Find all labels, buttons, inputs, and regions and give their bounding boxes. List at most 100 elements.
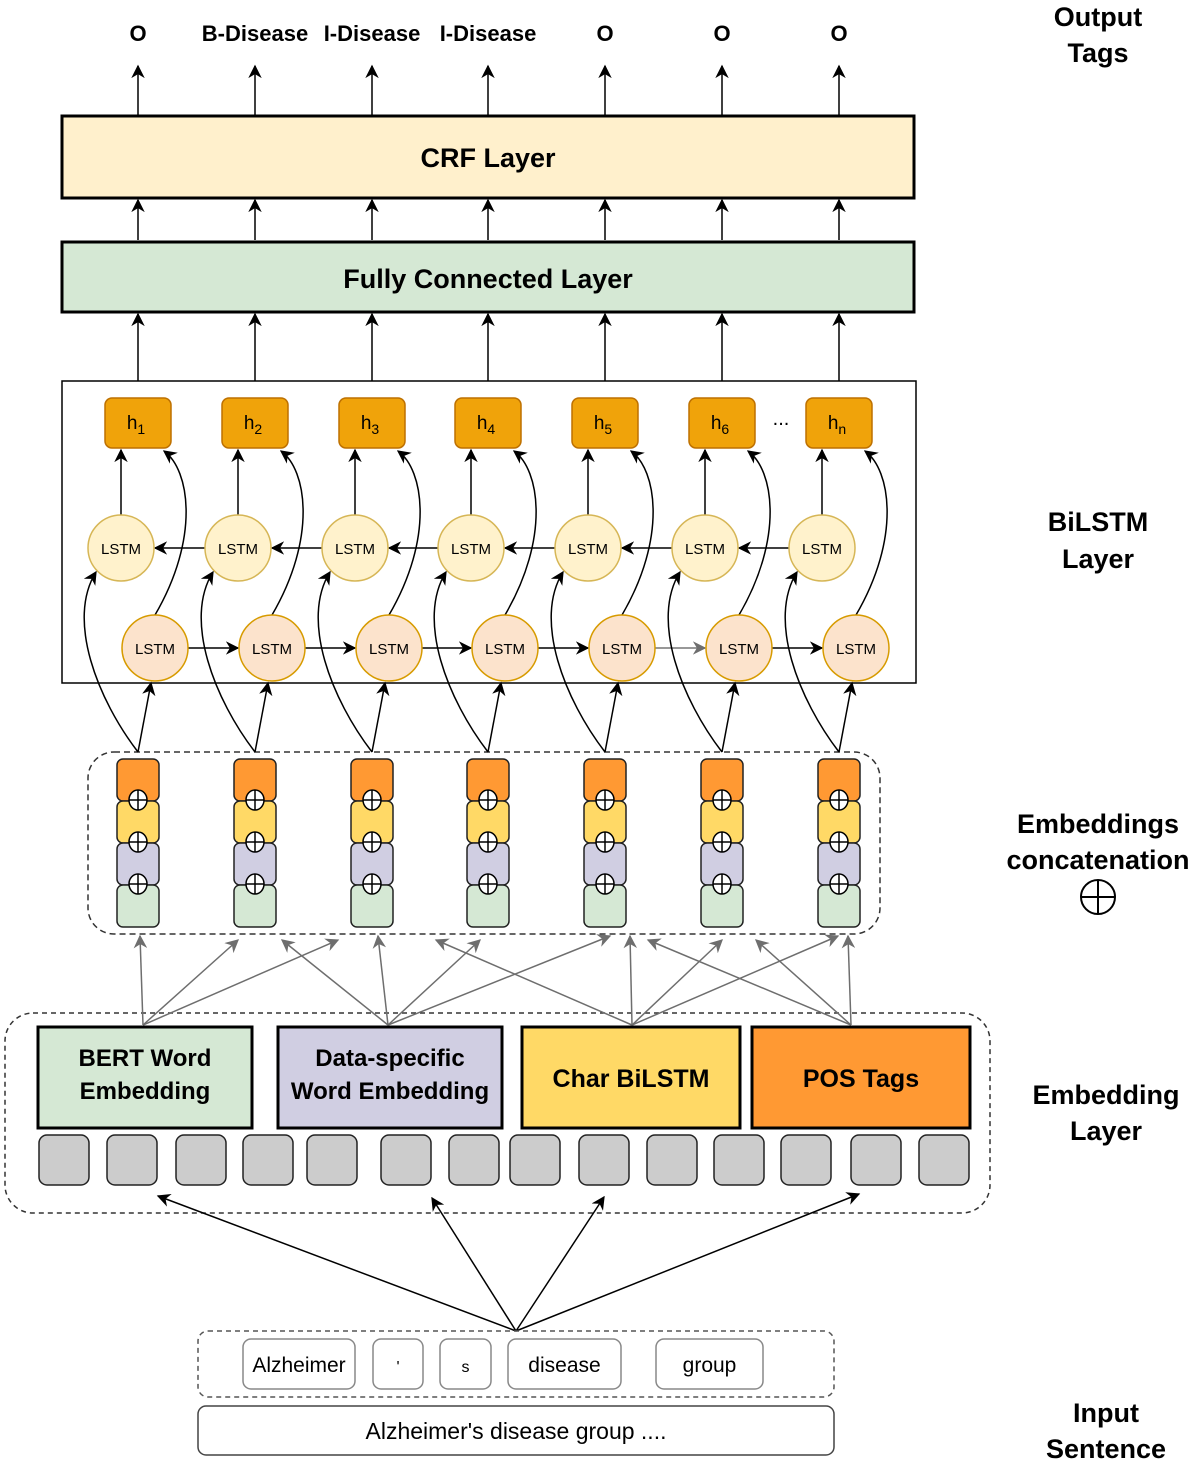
- lstm-forward-cell: LSTM: [822, 614, 890, 682]
- hidden-state-1: h1: [104, 397, 172, 449]
- arrow-curve: [388, 450, 421, 616]
- token-cell: [175, 1134, 227, 1186]
- input-token-box: [655, 1338, 764, 1390]
- token-cell: [780, 1134, 832, 1186]
- lstm-backward-cell: LSTM: [437, 514, 505, 582]
- fully-connected-layer: Fully Connected Layer: [60, 240, 916, 314]
- lstm-circle: [355, 614, 423, 682]
- embedding-source-pos: POS Tags: [750, 1025, 972, 1130]
- fully-connected-layer-label: Fully Connected Layer: [343, 264, 633, 294]
- lstm-forward-cell: LSTM: [471, 614, 539, 682]
- embedding-source-label: Embedding: [80, 1078, 211, 1105]
- token-cell: [850, 1134, 902, 1186]
- side-label-input-sentence: Input Sentence: [1046, 1398, 1166, 1464]
- token-cell: [578, 1134, 630, 1186]
- arrow-up: [137, 681, 156, 753]
- lstm-backward-cell: LSTM: [788, 514, 856, 582]
- arrow-curve: [667, 570, 723, 753]
- input-token-box: [439, 1338, 492, 1390]
- arrow-gray: [387, 939, 481, 1026]
- input-to-embedding-arrows: [156, 1192, 861, 1332]
- arrow-up: [604, 681, 623, 753]
- input-token-label: ': [396, 1359, 399, 1376]
- arrow-curve: [200, 570, 256, 753]
- lstm-circle: [204, 514, 272, 582]
- concat-plus-icon: [362, 831, 382, 853]
- input-token-box: [372, 1338, 424, 1390]
- lstm-label: LSTM: [451, 541, 491, 558]
- side-label-line: Embedding: [1033, 1080, 1180, 1110]
- lstm-circle: [588, 614, 656, 682]
- concat-plus-icon: [128, 873, 148, 895]
- input-tokens-box: [197, 1330, 835, 1398]
- arrow-curve: [504, 450, 537, 616]
- embedding-source-box: [520, 1025, 742, 1130]
- arrow-curve: [83, 570, 139, 753]
- hidden-state-box: [571, 397, 639, 449]
- embedding-layer-box: [4, 1012, 991, 1214]
- lstm-label: LSTM: [568, 541, 608, 558]
- embedding-source-box: [36, 1025, 254, 1130]
- side-label-line: concatenation: [1006, 845, 1189, 875]
- arrow-gray: [631, 939, 723, 1026]
- ellipsis: ...: [773, 408, 790, 430]
- lstm-circle: [437, 514, 505, 582]
- hidden-state-box: [104, 397, 172, 449]
- lstm-label: LSTM: [252, 641, 292, 658]
- token-cell: [106, 1134, 158, 1186]
- concat-plus-icon: [829, 789, 849, 811]
- side-label-line: Tags: [1067, 38, 1128, 68]
- concat-plus-icon: [362, 873, 382, 895]
- concat-plus-icon: [595, 831, 615, 853]
- side-label-line: Input: [1073, 1398, 1139, 1428]
- lstm-backward-cell: LSTM: [554, 514, 622, 582]
- embedding-source-box: [750, 1025, 972, 1130]
- token-cell: [38, 1134, 90, 1186]
- side-label-bilstm-layer: BiLSTM Layer: [1048, 507, 1149, 574]
- arrow-up: [254, 681, 273, 753]
- arrow-up: [721, 681, 740, 753]
- arrow-gray: [280, 939, 389, 1026]
- token-cell: [380, 1134, 432, 1186]
- concat-plus-icon: [478, 831, 498, 853]
- hidden-state-6: h6: [688, 397, 756, 449]
- side-label-line: Layer: [1070, 1116, 1143, 1146]
- arrow-up: [838, 681, 857, 753]
- concat-plus-icon: [1080, 879, 1116, 915]
- lstm-circle: [321, 514, 389, 582]
- input-token-label: s: [462, 1359, 470, 1376]
- input-token: ': [372, 1338, 424, 1390]
- input-token-label: Alzheimer: [252, 1354, 345, 1377]
- side-label-line: BiLSTM: [1048, 507, 1149, 537]
- lstm-label: LSTM: [602, 641, 642, 658]
- concat-plus-icon: [245, 831, 265, 853]
- lstm-label: LSTM: [485, 641, 525, 658]
- side-label-line: Output: [1054, 2, 1142, 32]
- lstm-label: LSTM: [685, 541, 725, 558]
- lstm-backward-cell: LSTM: [671, 514, 739, 582]
- token-cell: [242, 1134, 294, 1186]
- hidden-state-box: [338, 397, 406, 449]
- arrow-input: [515, 1195, 605, 1332]
- token-cell: [713, 1134, 765, 1186]
- concat-plus-icon: [712, 831, 732, 853]
- input-sentence-box: Alzheimer's disease group ....: [197, 1405, 835, 1456]
- lstm-forward-cell: LSTM: [355, 614, 423, 682]
- arrow-gray: [841, 934, 856, 1026]
- side-label-line: Sentence: [1046, 1434, 1166, 1464]
- output-tag-label: O: [129, 21, 146, 46]
- crf-layer: CRF Layer: [60, 114, 916, 200]
- arrow-curve: [271, 450, 304, 616]
- lstm-backward-cell: LSTM: [204, 514, 272, 582]
- token-cell: [646, 1134, 698, 1186]
- side-label-embeddings-concatenation: Embeddings concatenation: [1006, 809, 1190, 915]
- arrow-curve: [154, 450, 187, 616]
- token-cells: [38, 1134, 970, 1186]
- hidden-state-box: [221, 397, 289, 449]
- arrow-gray: [623, 934, 638, 1026]
- concat-plus-icon: [829, 873, 849, 895]
